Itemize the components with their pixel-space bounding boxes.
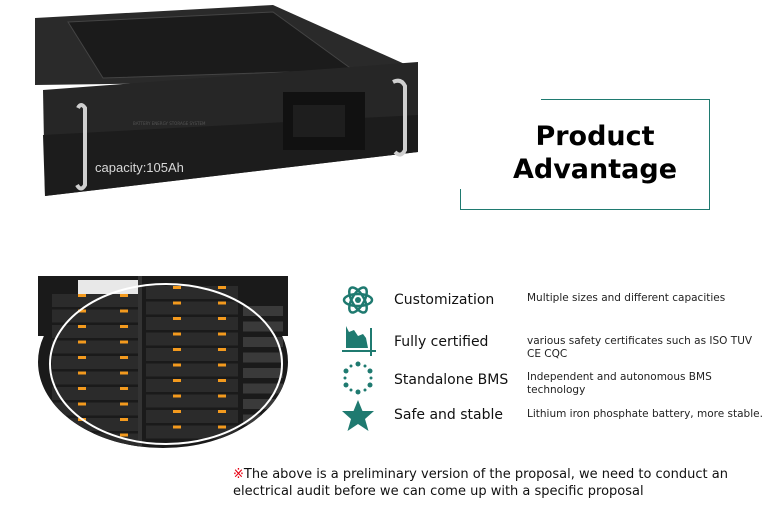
battery-module bbox=[146, 363, 238, 377]
battery-module bbox=[146, 394, 238, 408]
module-tab bbox=[173, 332, 181, 336]
title-line-1: Product bbox=[535, 121, 655, 152]
battery-module bbox=[52, 356, 138, 369]
chart-area-icon bbox=[342, 326, 376, 356]
feature-description: Lithium iron phosphate battery, more sta… bbox=[527, 408, 763, 420]
module-tab bbox=[173, 394, 181, 398]
battery-module bbox=[243, 306, 283, 316]
module-tab bbox=[173, 286, 181, 289]
battery-module bbox=[146, 379, 238, 392]
battery-module bbox=[52, 340, 138, 354]
battery-rack-image bbox=[38, 276, 288, 448]
battery-module bbox=[243, 321, 283, 332]
feature-name: Fully certified bbox=[394, 334, 489, 350]
module-tab bbox=[120, 418, 128, 421]
module-tab bbox=[173, 317, 181, 320]
battery-module bbox=[52, 371, 138, 385]
module-tab bbox=[218, 286, 226, 289]
module-tab bbox=[78, 325, 86, 328]
svg-text:BATTERY ENERGY STORAGE SYSTEM: BATTERY ENERGY STORAGE SYSTEM bbox=[133, 121, 206, 126]
feature-description: various safety certificates such as ISO … bbox=[527, 335, 753, 360]
battery-module bbox=[52, 309, 138, 323]
module-tab bbox=[78, 340, 86, 344]
battery-module bbox=[243, 352, 283, 363]
battery-module bbox=[146, 301, 238, 315]
battery-module bbox=[146, 348, 238, 361]
note-text: The above is a preliminary version of th… bbox=[233, 467, 728, 499]
module-tab bbox=[120, 309, 128, 313]
module-tab bbox=[218, 301, 226, 305]
module-tab bbox=[120, 402, 128, 406]
module-tab bbox=[173, 348, 181, 351]
module-tab bbox=[120, 433, 128, 437]
battery-module bbox=[243, 337, 283, 347]
title-line-2: Advantage bbox=[512, 154, 678, 185]
section-title: Product Advantage bbox=[470, 120, 720, 186]
module-tab bbox=[78, 387, 86, 390]
module-tab bbox=[173, 363, 181, 367]
module-tab bbox=[218, 348, 226, 351]
module-tab bbox=[218, 379, 226, 382]
battery-module bbox=[243, 368, 283, 378]
module-tab bbox=[120, 371, 128, 375]
module-tab bbox=[218, 394, 226, 398]
module-tab bbox=[78, 356, 86, 359]
module-tab bbox=[218, 425, 226, 429]
module-tab bbox=[120, 325, 128, 328]
module-tab bbox=[173, 410, 181, 413]
battery-module bbox=[146, 332, 238, 346]
battery-module bbox=[52, 387, 138, 400]
battery-module bbox=[52, 325, 138, 338]
feature-description: Independent and autonomous BMS technolog… bbox=[527, 371, 712, 396]
star-icon bbox=[342, 400, 374, 431]
battery-module bbox=[243, 383, 283, 394]
dotted-circle-icon bbox=[343, 361, 373, 395]
module-tab bbox=[173, 425, 181, 429]
battery-module bbox=[243, 430, 283, 440]
battery-module bbox=[243, 399, 283, 409]
module-tab bbox=[78, 433, 86, 437]
module-tab bbox=[218, 317, 226, 320]
module-tab bbox=[120, 340, 128, 344]
battery-module bbox=[146, 425, 238, 439]
module-tab bbox=[78, 294, 86, 297]
module-tab bbox=[218, 363, 226, 367]
module-tab bbox=[173, 379, 181, 382]
module-tab bbox=[78, 402, 86, 406]
feature-name: Standalone BMS bbox=[394, 372, 509, 388]
battery-product-image: BATTERY ENERGY STORAGE SYSTEM bbox=[35, 5, 418, 196]
feature-name: Customization bbox=[394, 292, 495, 308]
module-tab bbox=[173, 301, 181, 305]
note-mark: ※ bbox=[233, 467, 244, 482]
module-tab bbox=[120, 356, 128, 359]
module-tab bbox=[218, 410, 226, 413]
module-tab bbox=[218, 332, 226, 336]
battery-module bbox=[243, 445, 283, 448]
feature-name: Safe and stable bbox=[394, 407, 503, 423]
module-tab bbox=[78, 371, 86, 375]
capacity-label: capacity:105Ah bbox=[95, 160, 184, 175]
disclaimer-note: ※The above is a preliminary version of t… bbox=[233, 466, 753, 500]
battery-module bbox=[146, 317, 238, 330]
feature-description: Multiple sizes and different capacities bbox=[527, 292, 726, 304]
atom-icon bbox=[342, 286, 374, 314]
module-tab bbox=[120, 387, 128, 390]
battery-module bbox=[146, 410, 238, 423]
module-tab bbox=[78, 309, 86, 313]
battery-module bbox=[146, 286, 238, 299]
module-tab bbox=[120, 294, 128, 297]
